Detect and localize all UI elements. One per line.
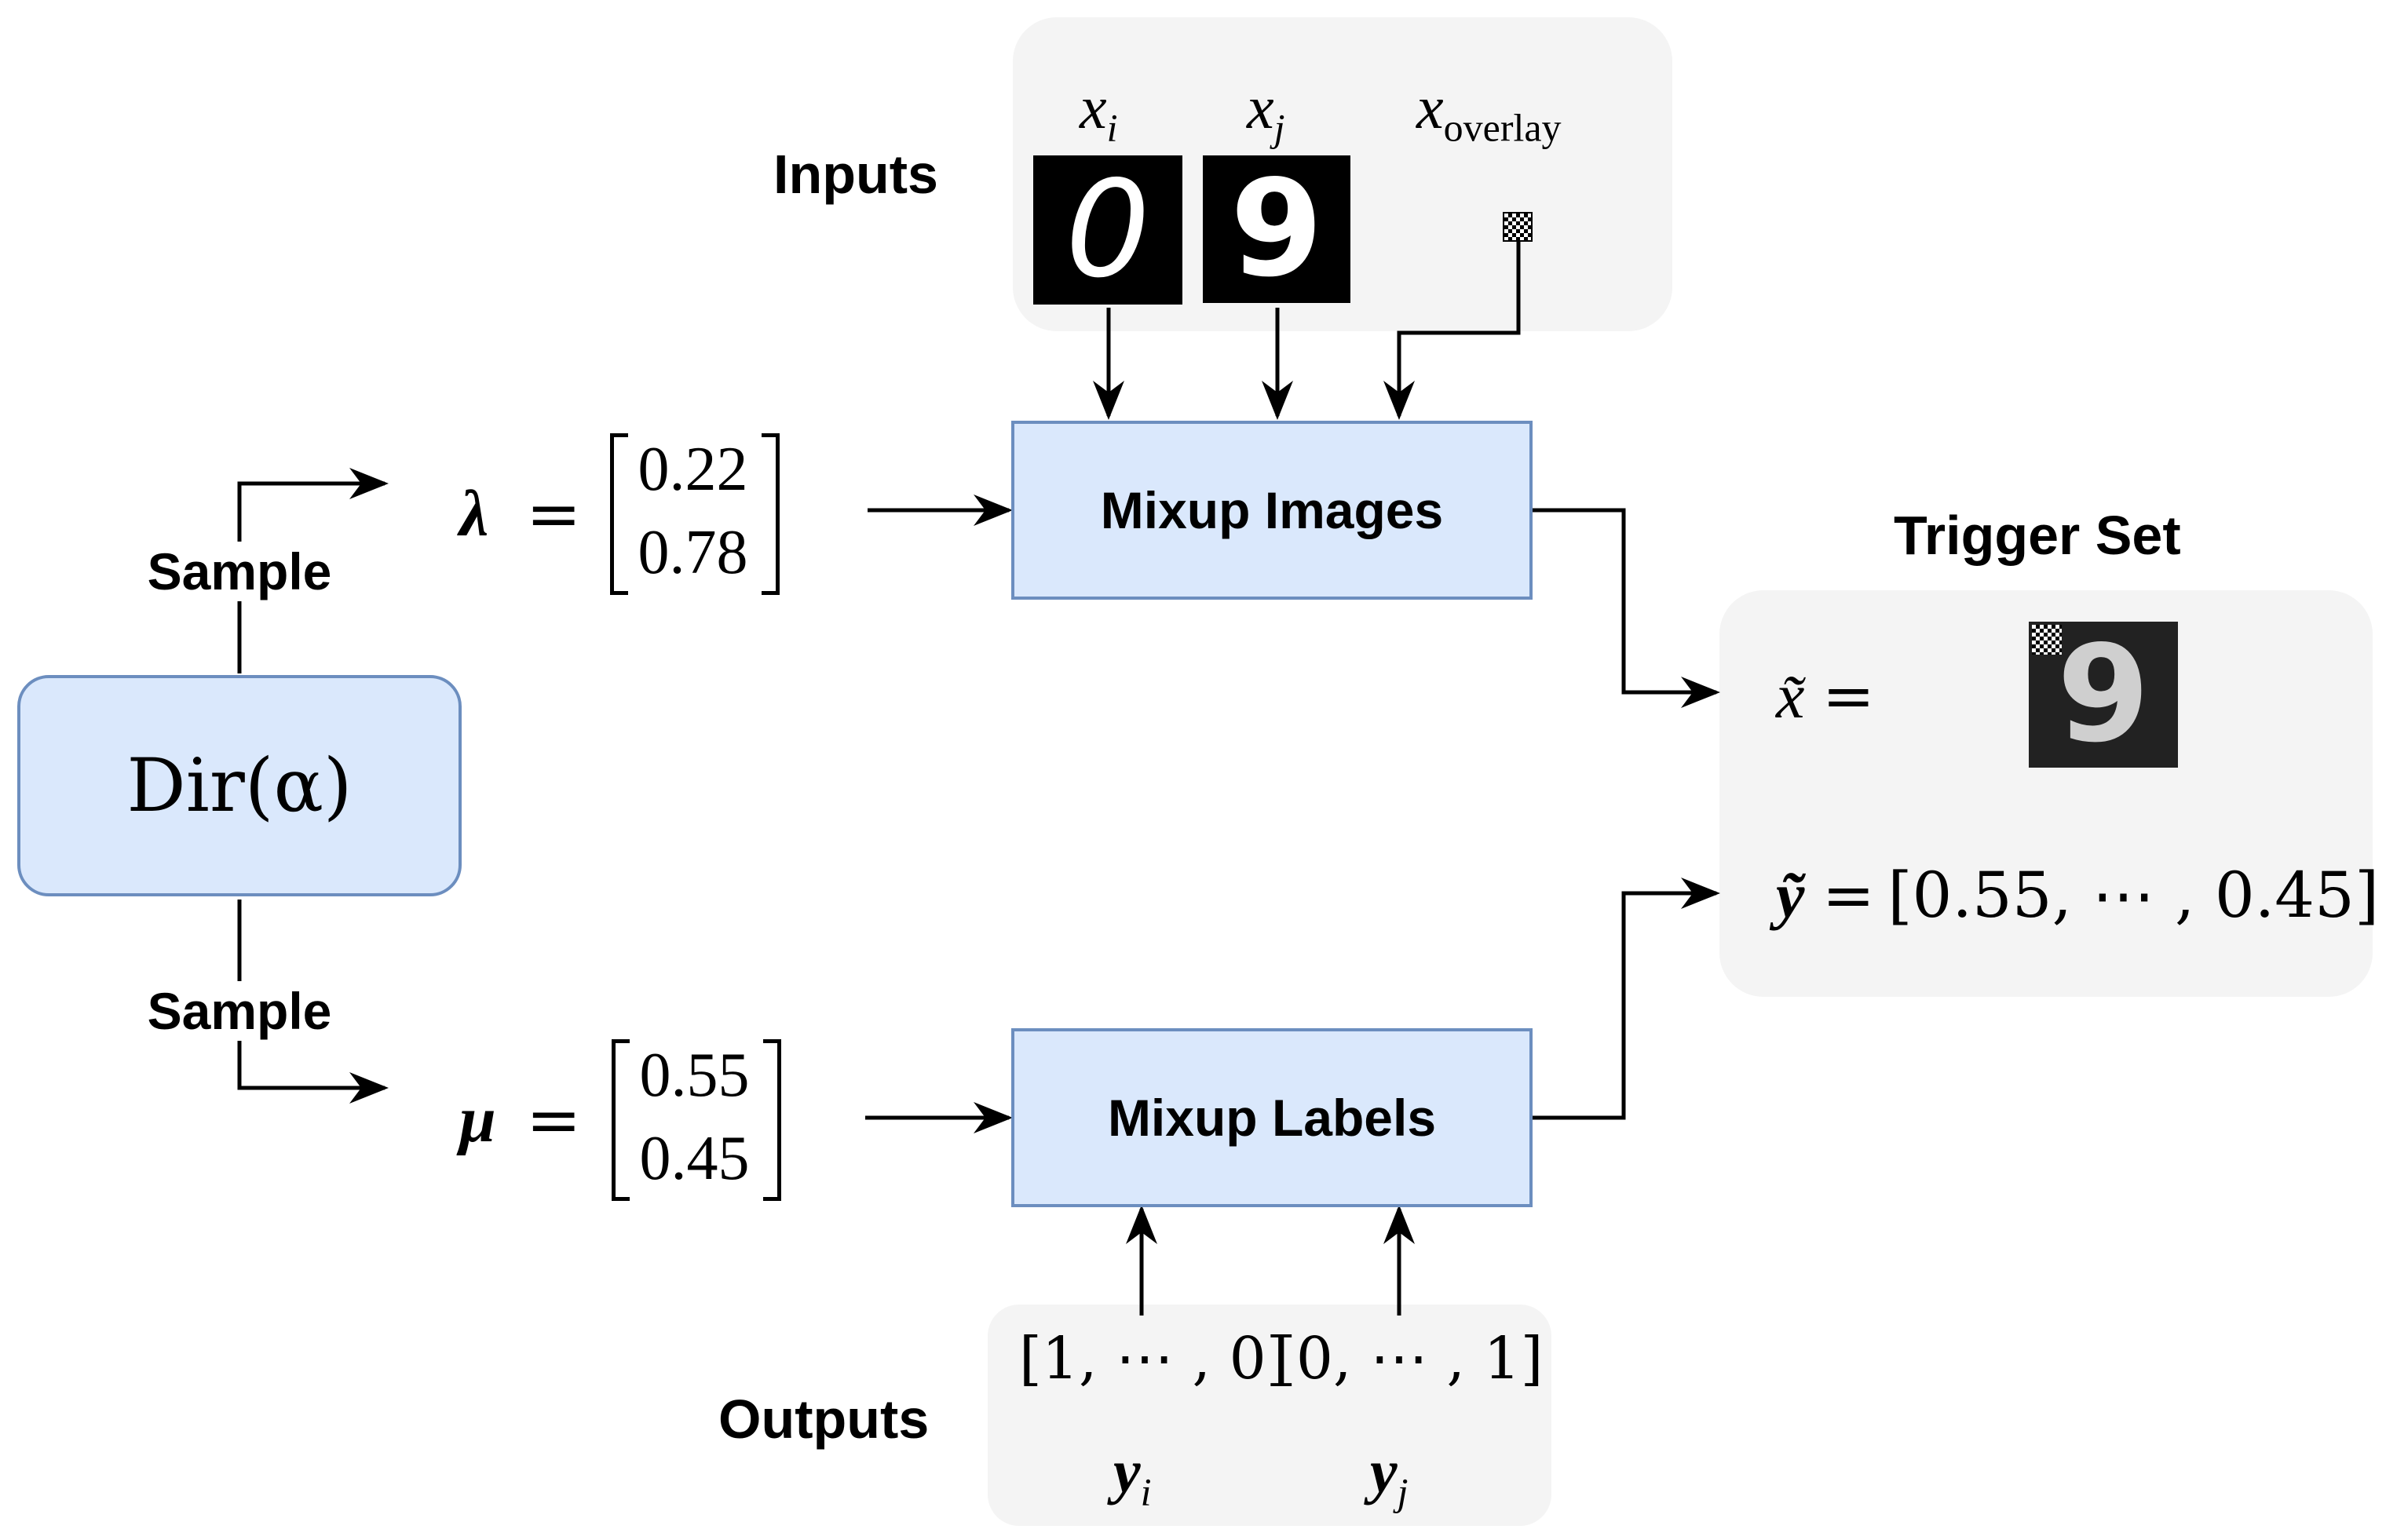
y-j-value: [0, ⋯ , 1]	[1273, 1325, 1544, 1392]
trigger-image: 9	[2029, 622, 2178, 768]
mixup-labels-box: Mixup Labels	[1011, 1028, 1533, 1207]
x-i-base: x	[1080, 73, 1107, 141]
y-j-label: yj	[1370, 1436, 1409, 1515]
x-j-digit: 9	[1230, 155, 1324, 303]
outputs-title: Outputs	[718, 1389, 930, 1450]
x-j-image: 9	[1203, 155, 1350, 303]
x-tilde-equals: =	[1821, 659, 1875, 732]
y-i-value: [1, ⋯ , 0]	[1019, 1325, 1289, 1392]
dirichlet-label: Dir(α)	[126, 743, 353, 829]
x-i-image: 0	[1033, 155, 1182, 305]
x-overlay-label: xoverlay	[1416, 72, 1562, 151]
lambda-equals: =	[526, 476, 582, 553]
lambda-equation: λ = 0.22 0.78	[459, 430, 789, 595]
y-i-base: y	[1113, 1437, 1141, 1505]
mixup-images-box: Mixup Images	[1011, 421, 1533, 600]
arrow-sample-lambda	[237, 468, 389, 673]
sample-label-top: Sample	[141, 542, 338, 601]
x-i-digit: 0	[1065, 155, 1151, 305]
x-i-sub: i	[1106, 105, 1118, 150]
y-i-label: yi	[1113, 1436, 1152, 1515]
y-i-sub: i	[1140, 1469, 1152, 1514]
y-tilde-equation: ỹ = [0.55, ⋯ , 0.45]	[1776, 859, 2379, 932]
y-j-sub: j	[1397, 1469, 1409, 1514]
y-tilde-value: [0.55, ⋯ , 0.45]	[1887, 859, 2380, 932]
trigger-digit: 9	[2056, 622, 2150, 768]
mixup-images-label: Mixup Images	[1100, 481, 1444, 539]
x-overlay-sub: overlay	[1443, 105, 1562, 150]
dirichlet-box: Dir(α)	[17, 675, 462, 896]
x-overlay-image	[1503, 212, 1533, 242]
lambda-value-1: 0.22	[638, 435, 748, 504]
x-i-label: xi	[1080, 72, 1118, 151]
arrow-sample-mu	[237, 900, 389, 1104]
x-j-base: x	[1247, 73, 1274, 141]
x-tilde-symbol: x̃	[1776, 660, 1805, 732]
arrow-labels-trigger	[1533, 878, 1720, 1120]
mu-value-1: 0.55	[639, 1041, 750, 1110]
mu-equation: μ = 0.55 0.45	[459, 1036, 789, 1201]
inputs-title: Inputs	[773, 144, 938, 205]
x-j-label: xj	[1247, 72, 1285, 151]
sample-label-bottom: Sample	[141, 981, 338, 1041]
x-j-sub: j	[1273, 105, 1285, 150]
x-overlay-base: x	[1416, 73, 1444, 141]
arrow-images-trigger	[1533, 508, 1720, 708]
lambda-value-2: 0.78	[638, 518, 748, 587]
arrow-overlay-mixup	[1383, 239, 1521, 420]
y-tilde-equals: =	[1821, 859, 1875, 932]
mu-symbol: μ	[459, 1083, 496, 1156]
y-j-base: y	[1370, 1437, 1398, 1505]
y-tilde-symbol: ỹ	[1776, 859, 1805, 931]
mu-value-2: 0.45	[639, 1124, 750, 1193]
mu-equals: =	[526, 1082, 582, 1159]
lambda-symbol: λ	[459, 477, 489, 550]
trigger-overlay-patch	[2032, 625, 2062, 655]
trigger-set-title: Trigger Set	[1894, 505, 2181, 566]
outputs-panel	[988, 1305, 1551, 1526]
x-tilde-equation: x̃ =	[1776, 659, 1875, 733]
mixup-labels-label: Mixup Labels	[1107, 1089, 1437, 1147]
